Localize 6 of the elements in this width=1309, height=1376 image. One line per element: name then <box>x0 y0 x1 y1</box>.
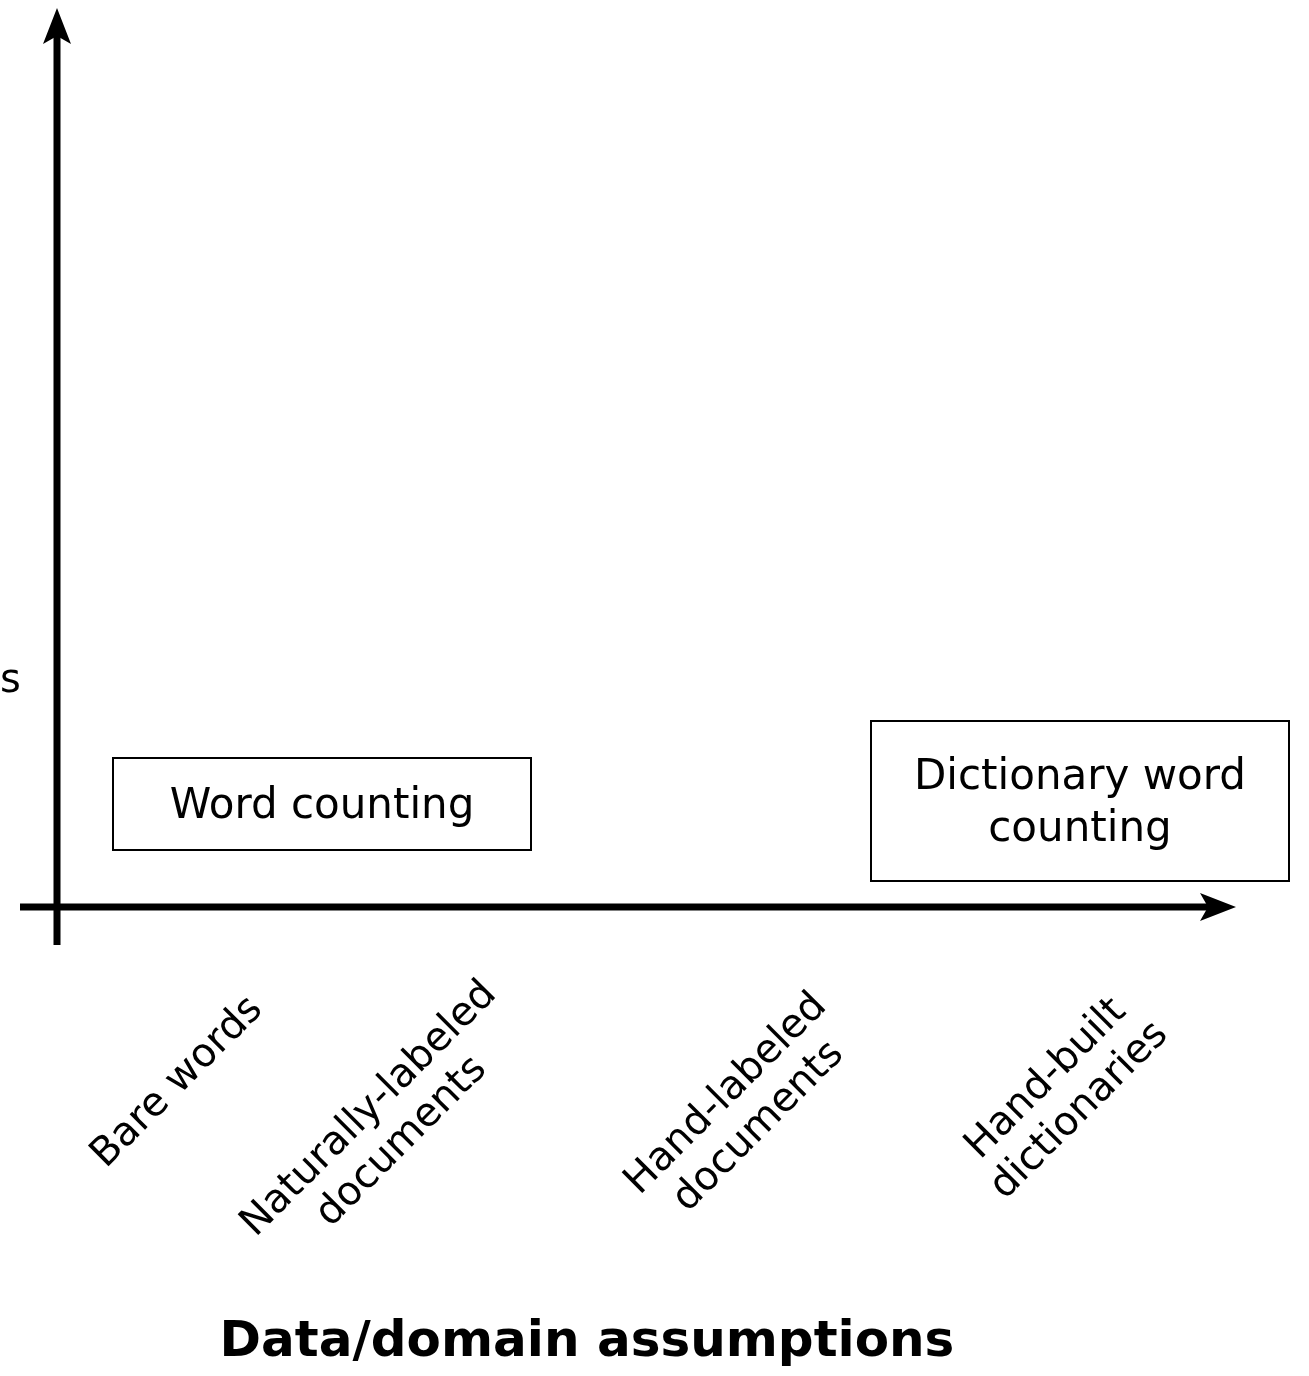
box-label: Dictionary word counting <box>913 748 1247 853</box>
text-box <box>870 720 1290 882</box>
axis-title: Data/domain assumptions <box>219 1310 955 1368</box>
box-label: Word counting <box>169 777 475 830</box>
text-box <box>112 757 532 851</box>
axis-title: s <box>0 655 21 701</box>
